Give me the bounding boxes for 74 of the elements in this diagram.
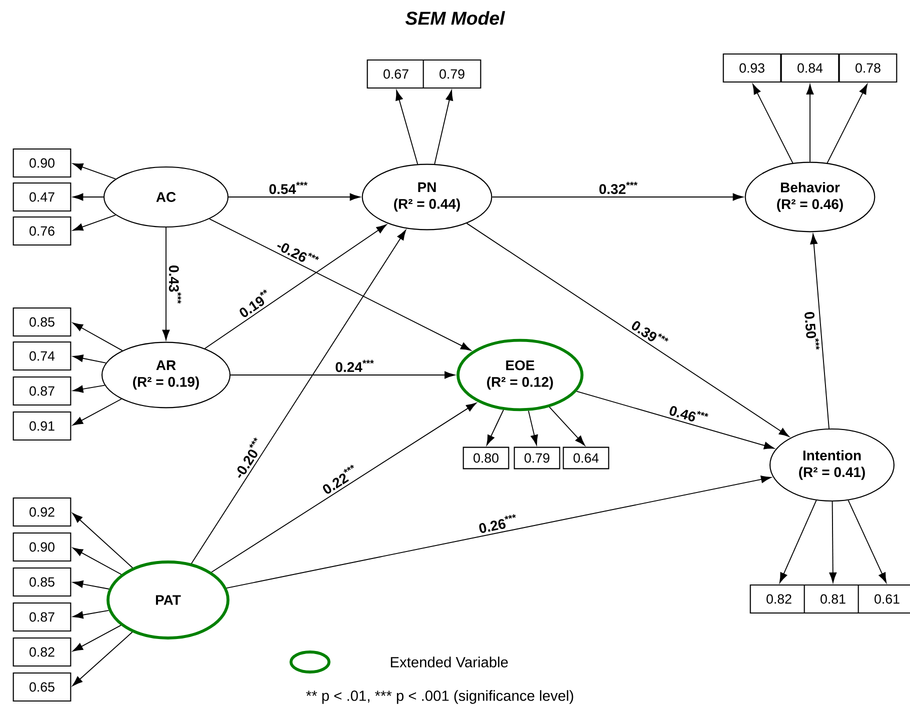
arrow — [72, 354, 106, 364]
arrow — [434, 90, 454, 164]
loading-box: 0.82 — [750, 584, 808, 614]
loading-box: 0.90 — [12, 532, 72, 562]
edge-label: 0.24$^{***}$ — [336, 360, 374, 372]
arrow — [806, 84, 814, 162]
loading-box: 0.76 — [12, 216, 72, 246]
edge-label: 0.50$^{***}$ — [804, 312, 820, 350]
arrow — [829, 501, 837, 583]
loading-box: 0.79 — [422, 59, 482, 89]
loading-box: 0.87 — [12, 602, 72, 632]
arrow — [72, 512, 134, 568]
edge-label: 0.32$^{***}$ — [599, 182, 638, 194]
arrow — [72, 632, 133, 686]
arrow — [848, 500, 887, 583]
arrow — [396, 90, 418, 165]
arrow — [204, 224, 387, 349]
arrow — [528, 410, 538, 446]
loading-box: 0.64 — [562, 446, 610, 470]
loading-box: 0.74 — [12, 341, 72, 371]
loading-box: 0.85 — [12, 567, 72, 597]
loading-box: 0.84 — [780, 53, 840, 83]
arrow — [466, 222, 790, 437]
loading-box: 0.80 — [462, 446, 510, 470]
arrow — [486, 409, 504, 446]
arrow — [72, 548, 122, 575]
note: ** p < .01, *** p < .001 (significance level) — [306, 690, 574, 704]
legend-text: Extended Variable — [390, 656, 508, 668]
arrow — [72, 384, 106, 393]
loading-box: 0.81 — [804, 584, 862, 614]
arrow — [190, 230, 406, 564]
arrow — [576, 390, 774, 450]
arrow — [810, 234, 830, 429]
arrow — [548, 406, 586, 446]
edge-label: 0.22$^{***}$ — [322, 464, 354, 494]
loading-box: 0.47 — [12, 182, 72, 212]
arrow — [779, 500, 817, 583]
edge-label: 0.46$^{***}$ — [670, 406, 708, 422]
edge-label: 0.19$^{**}$ — [240, 290, 267, 318]
arrow — [72, 610, 110, 619]
title: SEM Model — [405, 11, 506, 25]
arrow — [226, 476, 772, 589]
loading-box: 0.78 — [838, 53, 898, 83]
edge-label: 0.43$^{***}$ — [168, 266, 182, 304]
loading-box: 0.79 — [514, 446, 560, 470]
arrow — [72, 163, 116, 180]
arrow — [228, 193, 360, 201]
loading-box: 0.61 — [858, 584, 910, 614]
arrow — [72, 580, 110, 590]
arrow — [209, 218, 471, 351]
arrow — [72, 214, 116, 231]
loading-box: 0.85 — [12, 307, 72, 337]
edge-label: 0.54$^{***}$ — [269, 182, 308, 194]
loading-box: 0.90 — [12, 148, 72, 178]
arrow — [230, 371, 455, 379]
loading-box: 0.82 — [12, 637, 72, 667]
arrow — [826, 84, 868, 164]
loading-box: 0.87 — [12, 376, 72, 406]
arrow — [72, 398, 122, 426]
loading-box: 0.92 — [12, 497, 72, 527]
edge-label: 0.39$^{***}$ — [632, 321, 668, 342]
arrow — [162, 227, 170, 340]
arrow — [72, 322, 123, 352]
arrow — [752, 84, 794, 164]
loading-box: 0.67 — [366, 59, 426, 89]
loading-box: 0.93 — [722, 53, 782, 83]
edge-label: 0.26$^{***}$ — [479, 514, 516, 533]
edge-label: -0.26$^{***}$ — [277, 243, 319, 262]
arrow — [72, 624, 122, 652]
arrow — [492, 193, 744, 201]
loading-box: 0.91 — [12, 411, 72, 441]
loading-box: 0.65 — [12, 672, 72, 702]
arrow — [211, 402, 476, 573]
arrow — [72, 193, 104, 201]
